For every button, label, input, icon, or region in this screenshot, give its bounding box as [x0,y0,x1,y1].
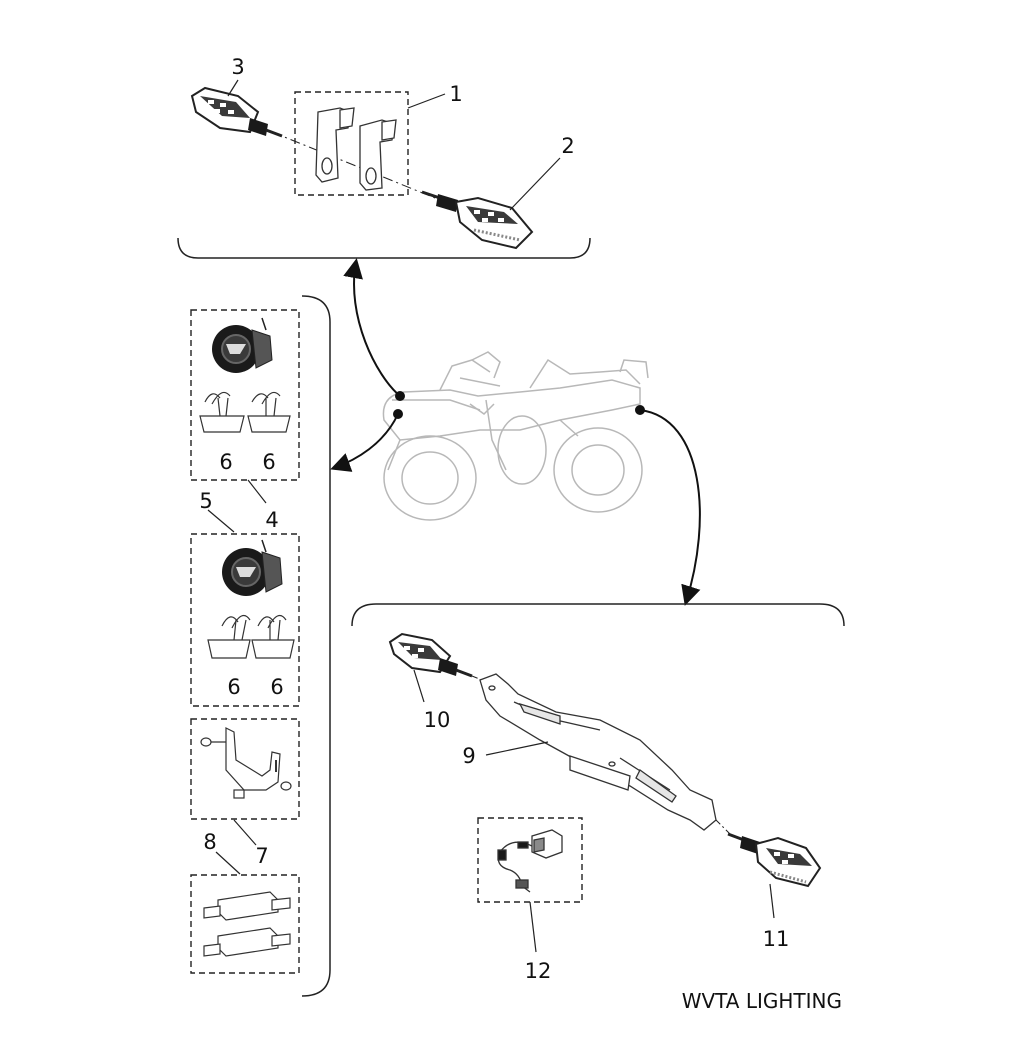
diagram-caption: WVTA LIGHTING [682,989,842,1013]
group-brace-top [177,237,591,259]
arrow-to-headlamps [330,413,399,472]
callout-4: 4 [265,508,278,532]
arrow-to-front-indicators [343,258,401,397]
assembly-axis-line [271,131,441,201]
group-brace-bottom [351,603,845,627]
headlamp-kit-box-lower [190,533,300,707]
rear-indicator-bracket [479,673,717,831]
relay-module-upper-left [199,391,245,433]
headlamp-group: 6 6 5 4 6 6 [190,295,331,997]
headlamp-upper [212,317,273,373]
callout-3: 3 [231,55,244,79]
relay-module-upper-right [247,391,291,433]
relay-unit-lower [203,927,291,957]
callout-1: 1 [449,82,462,106]
mounting-bracket-pair [315,107,397,191]
plate-light-box [477,817,583,903]
relay-module-lower-left [207,614,251,659]
callout-6-a: 6 [219,450,232,474]
number-plate-light [497,829,563,893]
relay-unit-upper [203,891,291,921]
callout-11: 11 [763,927,790,951]
headlamp-kit-box-upper [190,309,300,481]
headlamp-bracket-box [190,718,300,820]
callout-6-d: 6 [270,675,283,699]
arrow-to-rear-indicators [639,409,701,606]
callout-5: 5 [199,489,212,513]
location-arrows [330,258,701,606]
indicator-front-right [421,190,534,250]
callout-2: 2 [561,134,574,158]
callout-9: 9 [462,744,475,768]
headlamp-lower [222,539,283,596]
indicator-rear-right [727,832,822,888]
headlamp-mounting-bracket [200,727,292,799]
callout-7: 7 [255,844,268,868]
bracket-kit-box [294,91,409,196]
rear-indicator-group: 10 9 11 12 [351,603,845,983]
callout-6-c: 6 [227,675,240,699]
indicator-rear-left [388,632,473,678]
relay-kit-box [190,874,300,974]
indicator-front-left [190,86,283,138]
callout-8: 8 [203,830,216,854]
relay-module-lower-right [251,614,295,659]
front-indicator-group: 3 1 2 [177,55,591,259]
group-brace-left [301,295,331,997]
callout-12: 12 [525,959,552,983]
callout-6-b: 6 [262,450,275,474]
atv-outline [382,351,649,521]
callout-10: 10 [424,708,451,732]
